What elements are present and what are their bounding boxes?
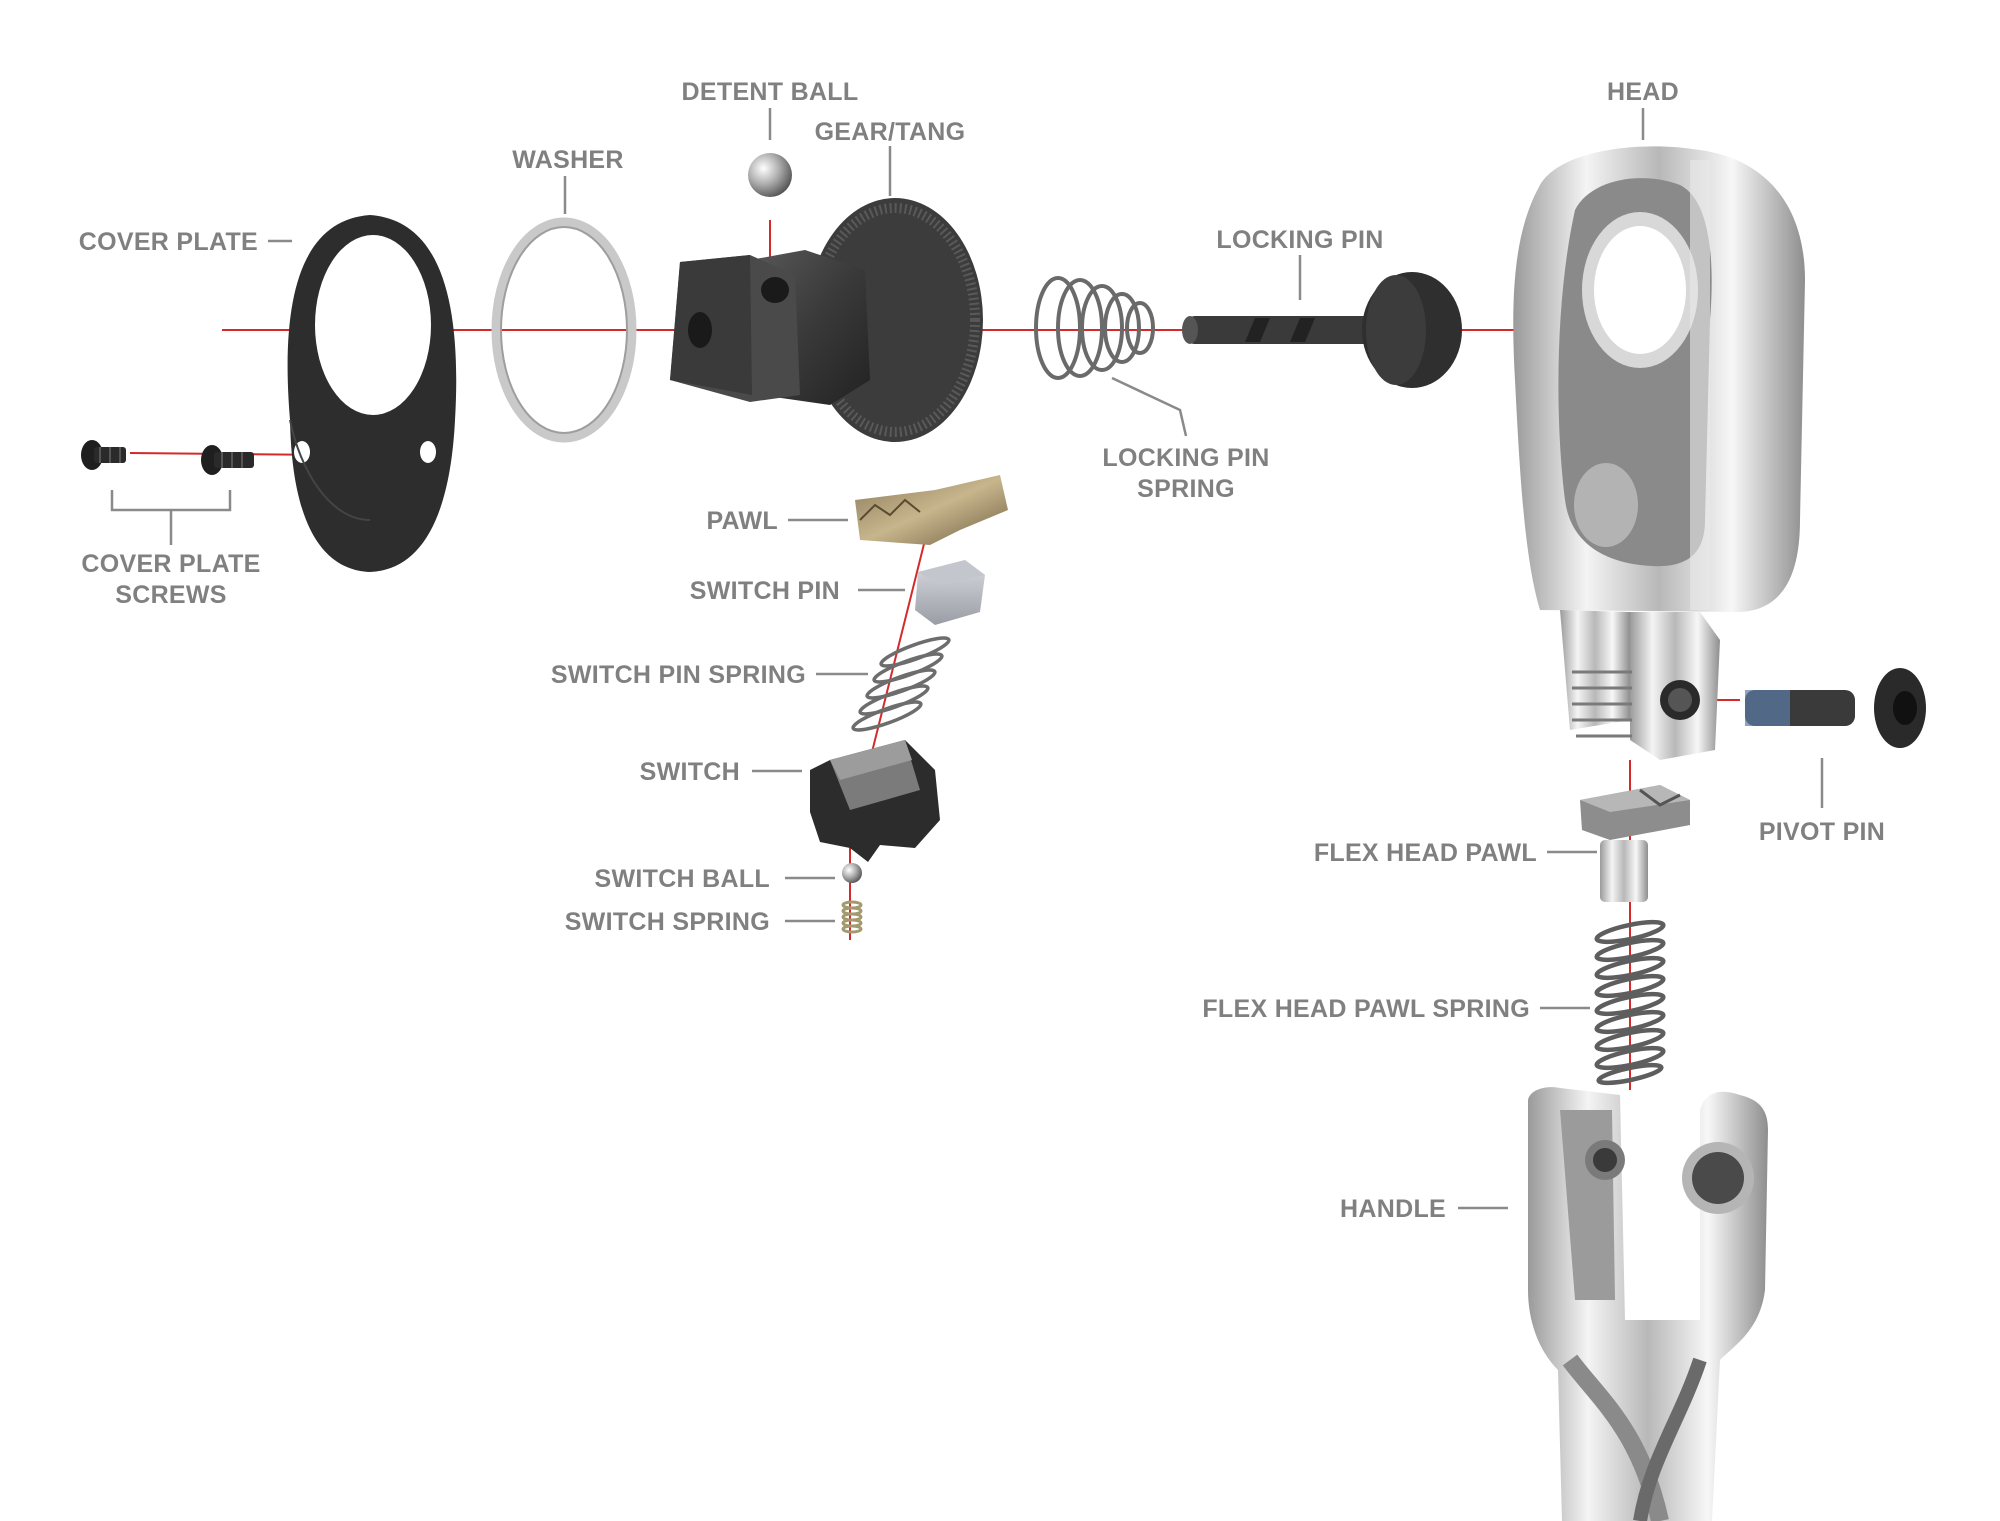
label-switch: SWITCH <box>640 758 740 786</box>
switch-part <box>810 740 940 862</box>
cover-plate-screw-part <box>201 445 254 475</box>
switch-ball-part <box>842 863 862 883</box>
label-locking-pin: LOCKING PIN <box>1216 226 1383 254</box>
head-part <box>1513 146 1805 760</box>
label-pawl: PAWL <box>706 507 778 535</box>
switch-spring-part <box>841 900 863 934</box>
switch-pin-part <box>915 560 985 625</box>
handle-part <box>1528 1087 1768 1521</box>
label-switch-spring: SWITCH SPRING <box>565 908 770 936</box>
label-switch-pin-spring: SWITCH PIN SPRING <box>551 661 806 689</box>
label-gear-tang: GEAR/TANG <box>815 118 966 146</box>
pivot-pin-part <box>1745 668 1926 748</box>
locking-pin-spring-part <box>1034 276 1155 380</box>
cover-plate-part <box>287 215 457 572</box>
label-switch-ball: SWITCH BALL <box>595 865 771 893</box>
label-locking-pin-spring-line1: LOCKING PIN <box>1102 444 1269 472</box>
cover-plate-screw-part <box>81 440 126 470</box>
pawl-part <box>855 475 1008 545</box>
label-head: HEAD <box>1607 78 1679 106</box>
label-handle: HANDLE <box>1340 1195 1446 1223</box>
flex-head-pawl-spring-part <box>1594 919 1666 1086</box>
label-cover-plate-screws-line1: COVER PLATE <box>81 550 260 578</box>
label-pivot-pin: PIVOT PIN <box>1759 818 1885 846</box>
washer-part <box>491 217 637 443</box>
label-detent-ball: DETENT BALL <box>682 78 859 106</box>
switch-pin-spring-part <box>851 636 951 732</box>
detent-ball-part <box>748 153 792 197</box>
label-locking-pin-spring-line2: SPRING <box>1137 475 1235 503</box>
flex-head-pawl-part <box>1580 785 1690 902</box>
label-cover-plate-screws-line2: SCREWS <box>115 581 227 609</box>
label-switch-pin: SWITCH PIN <box>690 577 840 605</box>
label-cover-plate: COVER PLATE <box>79 228 258 256</box>
locking-pin-part <box>1182 272 1462 388</box>
label-washer: WASHER <box>512 146 624 174</box>
leader-lines <box>110 108 1824 1210</box>
gear-tang-part <box>670 198 983 442</box>
label-flex-head-pawl-spring: FLEX HEAD PAWL SPRING <box>1202 995 1530 1023</box>
label-flex-head-pawl: FLEX HEAD PAWL <box>1314 839 1537 867</box>
